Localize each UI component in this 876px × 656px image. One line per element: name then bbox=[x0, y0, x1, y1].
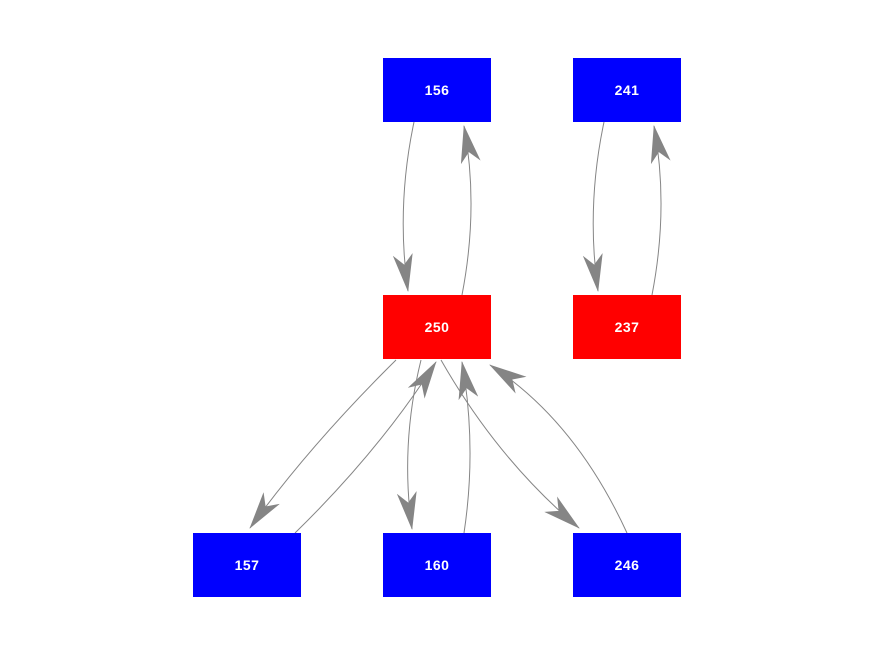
edge-157-to-250 bbox=[294, 361, 437, 534]
edge-250-to-160 bbox=[396, 359, 422, 530]
edge-246-to-250 bbox=[489, 364, 628, 534]
edge-237-to-241 bbox=[650, 125, 671, 296]
node-156[interactable]: 156 bbox=[383, 58, 491, 122]
edge-250-to-156 bbox=[460, 125, 481, 296]
node-246[interactable]: 246 bbox=[573, 533, 681, 597]
node-label: 237 bbox=[614, 319, 640, 335]
edge-156-to-250 bbox=[392, 121, 415, 292]
node-241[interactable]: 241 bbox=[573, 58, 681, 122]
node-label: 156 bbox=[424, 82, 450, 98]
edge-241-to-237 bbox=[582, 121, 605, 292]
node-237[interactable]: 237 bbox=[573, 295, 681, 359]
node-label: 157 bbox=[234, 557, 260, 573]
node-label: 246 bbox=[614, 557, 640, 573]
edge-160-to-250 bbox=[458, 361, 479, 534]
edge-250-to-246 bbox=[440, 359, 580, 529]
node-157[interactable]: 157 bbox=[193, 533, 301, 597]
node-label: 250 bbox=[424, 319, 450, 335]
node-160[interactable]: 160 bbox=[383, 533, 491, 597]
edge-250-to-157 bbox=[249, 359, 397, 529]
node-250[interactable]: 250 bbox=[383, 295, 491, 359]
node-label: 160 bbox=[424, 557, 450, 573]
node-label: 241 bbox=[614, 82, 640, 98]
